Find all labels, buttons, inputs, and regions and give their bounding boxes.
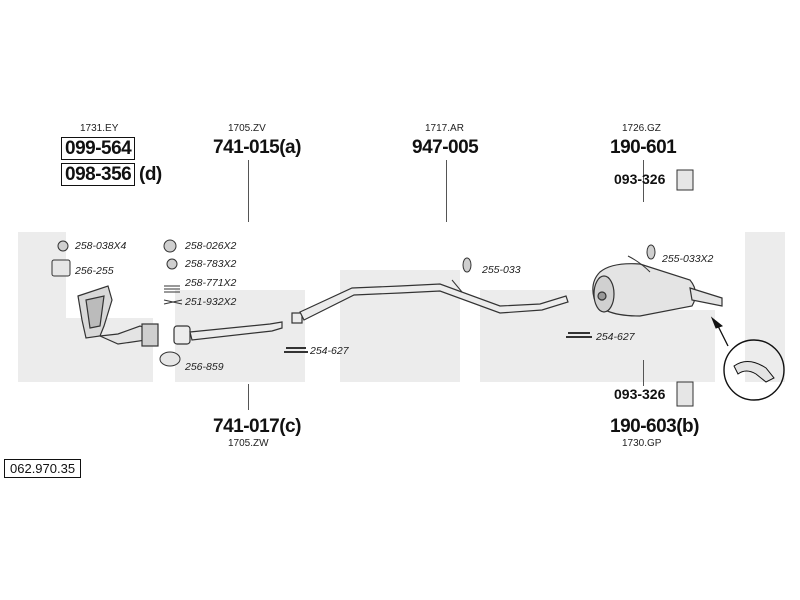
rear-silencer[interactable] xyxy=(592,255,723,317)
accessory-label: 254-627 xyxy=(310,345,349,357)
leader-line xyxy=(643,360,645,386)
accessory-label: 254-627 xyxy=(596,331,635,343)
catalog-number: 062.970.35 xyxy=(4,459,82,478)
catalytic-converter[interactable] xyxy=(77,285,159,347)
clamp-icon xyxy=(284,347,308,353)
gasket-icon xyxy=(51,259,71,277)
spring-icon xyxy=(164,285,180,293)
mid-pipe-ref: 1717.AR xyxy=(425,123,464,134)
leader-line xyxy=(446,160,448,222)
accessory-label: 258-038X4 xyxy=(75,240,127,252)
leader-line xyxy=(248,384,250,410)
accessory-label: 256-859 xyxy=(185,361,224,373)
clamp-icon xyxy=(566,332,592,338)
nut-icon xyxy=(57,240,69,252)
rubber-mount-icon xyxy=(462,257,472,273)
bracket-icon xyxy=(676,169,694,191)
cat-part-number[interactable]: 099-564 xyxy=(61,137,136,160)
leader-line xyxy=(248,160,250,222)
rubber-mount-icon xyxy=(646,244,656,260)
front-low-part[interactable]: 741-017(c) xyxy=(213,416,301,437)
accessory-label: 256-255 xyxy=(75,265,114,277)
cat-ref-label: 1731.EY xyxy=(80,123,119,134)
nut-icon xyxy=(163,239,177,253)
nut-icon xyxy=(166,258,178,270)
front-low-ref: 1705.ZW xyxy=(228,438,269,449)
bolt-icon xyxy=(163,299,183,305)
accessory-label: 258-771X2 xyxy=(185,277,237,289)
bracket-icon xyxy=(676,381,694,407)
accessory-label: 258-783X2 xyxy=(185,258,237,270)
accessory-label: 255-033 xyxy=(482,264,521,276)
accessory-label: 251-932X2 xyxy=(185,296,237,308)
rear-low-part[interactable]: 190-603(b) xyxy=(610,416,700,437)
mid-pipe-part[interactable]: 947-005 xyxy=(412,137,479,158)
front-pipe-ref: 1705.ZV xyxy=(228,123,266,134)
tailpipe-detail-callout xyxy=(710,316,785,401)
rear-top-ref: 1726.GZ xyxy=(622,123,661,134)
cat-part-number-alt[interactable]: 098-356 xyxy=(61,163,136,186)
ring-gasket-icon xyxy=(159,351,181,367)
accessory-label: 255-033X2 xyxy=(662,253,714,265)
rear-top-bracket[interactable]: 093-326 xyxy=(614,171,666,187)
front-pipe-part[interactable]: 741-015(a) xyxy=(213,137,301,158)
rear-low-bracket[interactable]: 093-326 xyxy=(614,386,666,402)
rear-top-part[interactable]: 190-601 xyxy=(610,137,677,158)
front-pipe[interactable] xyxy=(173,321,283,345)
middle-pipe[interactable] xyxy=(291,279,569,324)
leader-line xyxy=(643,160,645,202)
cat-part-suffix: (d) xyxy=(139,164,162,185)
accessory-label: 258-026X2 xyxy=(185,240,237,252)
rear-low-ref: 1730.GP xyxy=(622,438,662,449)
